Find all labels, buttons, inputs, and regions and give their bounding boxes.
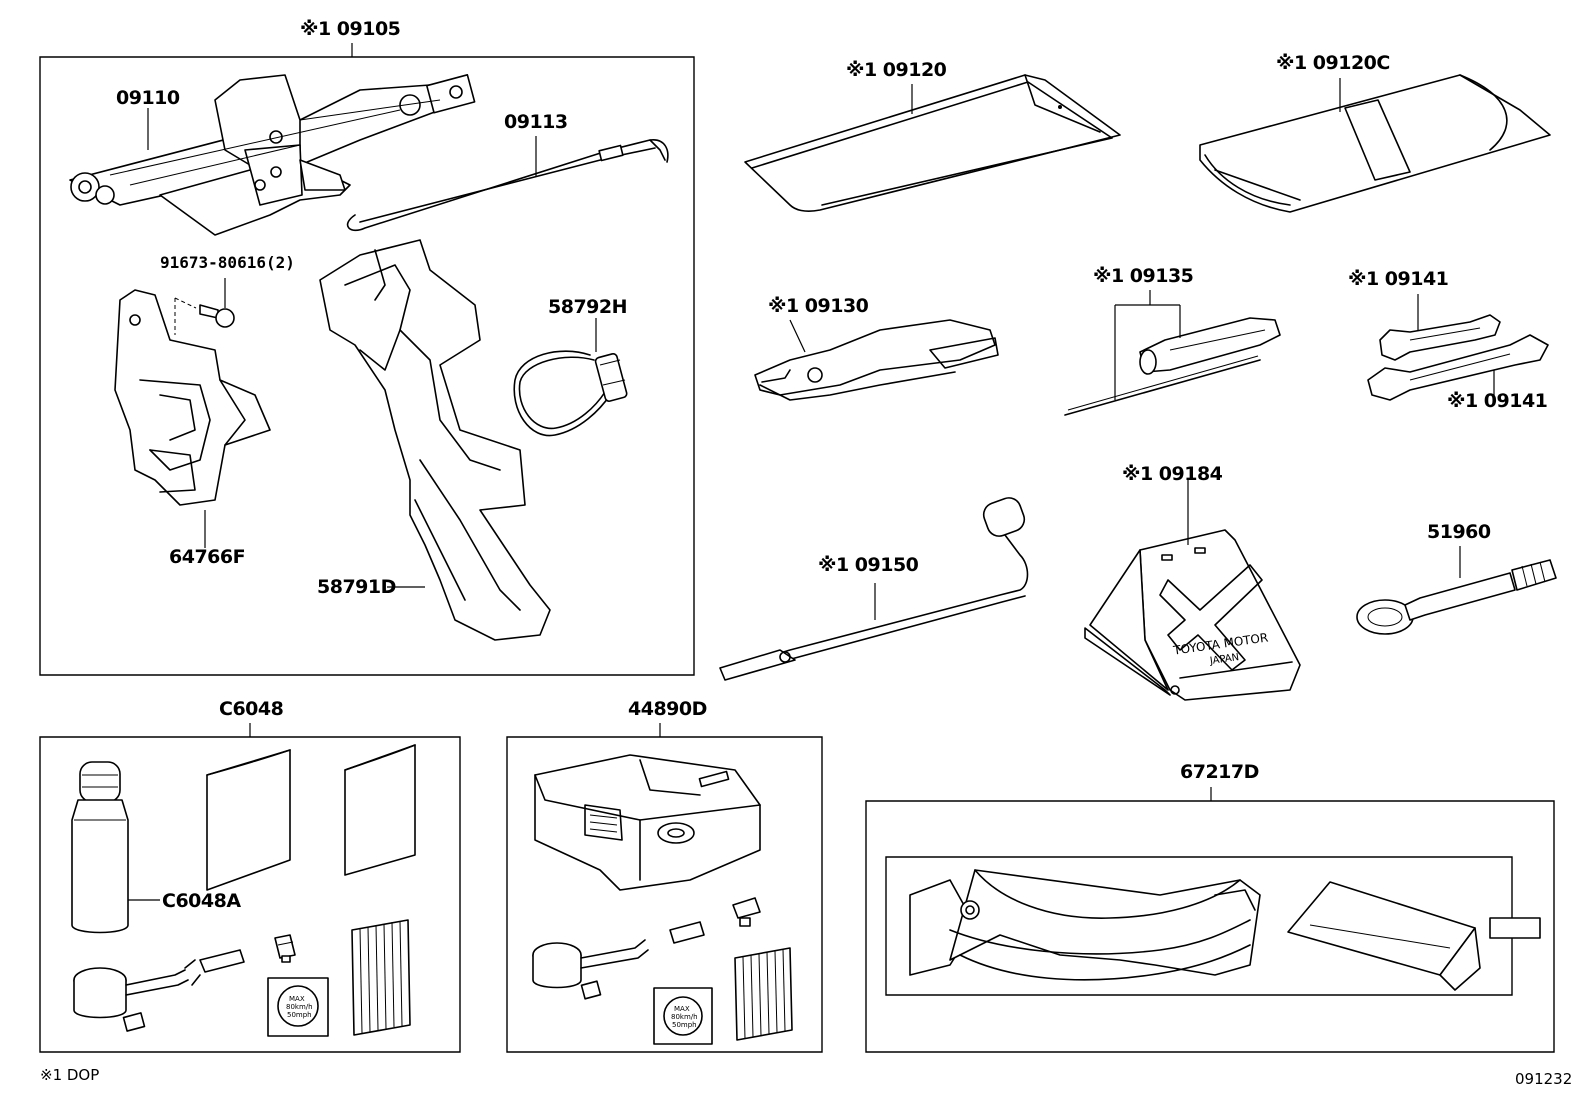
tool-tray-illustration bbox=[320, 240, 550, 640]
label-09105: ※1 09105 bbox=[300, 18, 401, 40]
label-64766F: 64766F bbox=[169, 546, 246, 568]
bolt-illustration bbox=[175, 278, 234, 335]
tow-hook-kit-illustration bbox=[910, 870, 1260, 980]
diagram-id: 091232 bbox=[1515, 1070, 1573, 1088]
sealant-bottle-illustration bbox=[72, 762, 128, 933]
label-09141-bottom: ※1 09141 bbox=[1447, 390, 1548, 412]
compressor-sticker-text-1: MAX bbox=[674, 1005, 690, 1013]
label-09120C: ※1 09120C bbox=[1276, 52, 1390, 74]
label-09113: 09113 bbox=[504, 111, 568, 133]
wrenches-illustration bbox=[1368, 315, 1548, 400]
compressor-hose-illustration bbox=[533, 922, 704, 999]
footnote-dop: ※1 DOP bbox=[40, 1066, 100, 1084]
jack-group-box bbox=[40, 57, 694, 675]
sticker-text-1: MAX bbox=[289, 995, 305, 1003]
valve-core-illustration bbox=[275, 935, 295, 962]
label-09135: ※1 09135 bbox=[1093, 265, 1194, 287]
towing-eye-illustration bbox=[1357, 560, 1556, 634]
compressor-illustration bbox=[535, 755, 760, 890]
compressor-valve-illustration bbox=[733, 898, 760, 926]
label-67217D: 67217D bbox=[1180, 761, 1259, 783]
wheel-wrench-illustration bbox=[720, 495, 1028, 680]
label-C6048: C6048 bbox=[219, 698, 284, 720]
pliers-illustration bbox=[755, 320, 998, 400]
tool-bag-illustration bbox=[745, 75, 1120, 211]
compressor-sticker-text-3: 50mph bbox=[672, 1021, 697, 1029]
hook-kit-card-illustration bbox=[1288, 882, 1480, 990]
jack-stand-illustration bbox=[115, 290, 270, 505]
instruction-sheets-illustration bbox=[207, 745, 415, 890]
sticker-text-3: 50mph bbox=[287, 1011, 312, 1019]
label-C6048A: C6048A bbox=[162, 890, 241, 912]
label-09130: ※1 09130 bbox=[768, 295, 869, 317]
compressor-sticker-stack-illustration bbox=[735, 948, 792, 1040]
compressor-sticker-text-2: 80km/h bbox=[671, 1013, 698, 1021]
compressor-sticker-illustration bbox=[654, 988, 712, 1044]
label-09141-top: ※1 09141 bbox=[1348, 268, 1449, 290]
label-91673-80616: 91673-80616(2) bbox=[160, 253, 295, 272]
sticker-stack-illustration bbox=[352, 920, 410, 1035]
label-09184: ※1 09184 bbox=[1122, 463, 1223, 485]
hook-kit-box bbox=[866, 801, 1554, 1052]
hook-kit-label-tag bbox=[1490, 918, 1540, 938]
jack-illustration bbox=[70, 75, 475, 235]
label-44890D: 44890D bbox=[628, 698, 707, 720]
label-51960: 51960 bbox=[1427, 521, 1491, 543]
speed-sticker-illustration bbox=[268, 978, 328, 1036]
label-58792H: 58792H bbox=[548, 296, 628, 318]
label-58791D: 58791D bbox=[317, 576, 396, 598]
jack-handle-illustration bbox=[348, 140, 668, 231]
wheel-chock-illustration bbox=[1085, 530, 1300, 700]
hose-adapter-illustration bbox=[74, 950, 244, 1031]
label-09120: ※1 09120 bbox=[846, 59, 947, 81]
label-09150: ※1 09150 bbox=[818, 554, 919, 576]
holder-strap-illustration bbox=[514, 351, 627, 435]
label-09110: 09110 bbox=[116, 87, 180, 109]
screwdriver-illustration bbox=[1065, 290, 1280, 415]
tool-roll-illustration bbox=[1200, 75, 1550, 212]
compressor-box bbox=[507, 737, 822, 1052]
sticker-text-2: 80km/h bbox=[286, 1003, 313, 1011]
